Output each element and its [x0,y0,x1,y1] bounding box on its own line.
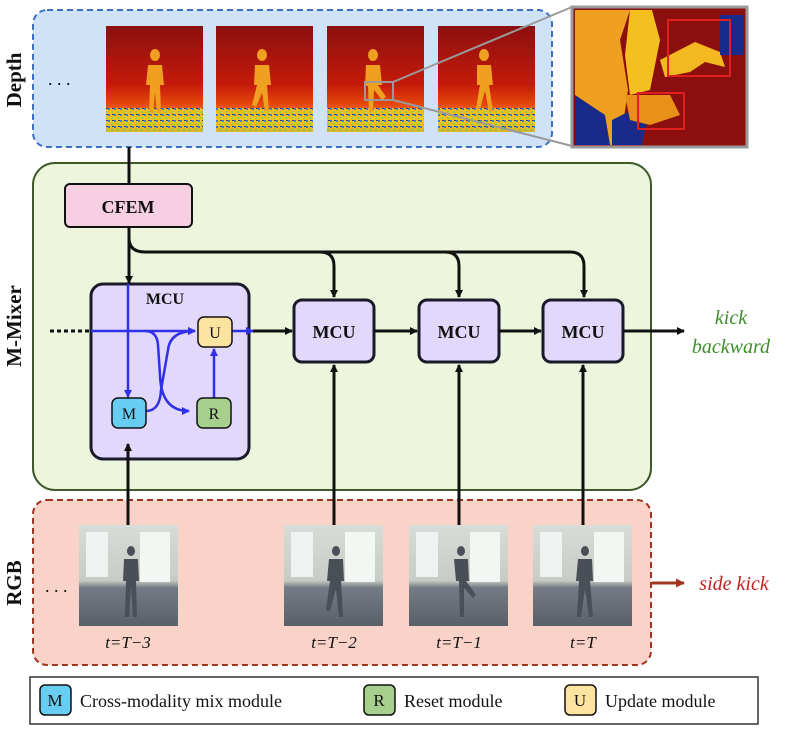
timestep-label: t=T−1 [436,633,482,652]
mcu-block: MCU [292,298,376,364]
rgb-frame [79,525,178,626]
legend-label: Cross-modality mix module [80,691,282,711]
legend-key: U [574,691,586,710]
reset-letter: R [209,406,220,423]
mix-letter: M [122,406,136,423]
legend-item-update: U Update module [564,684,715,716]
depth-frame [106,26,203,132]
zoom-line [392,99,573,147]
mcu-label: MCU [562,322,605,342]
legend-item-reset: R Reset module [363,684,502,716]
zoom-line [392,6,573,83]
mcu-detail-title: MCU [146,291,185,308]
legend-key: M [47,691,62,710]
zoom-box [364,81,394,101]
cfem-distribution [125,227,588,298]
legend-label: Reset module [404,691,502,711]
mcu-block: MCU [541,298,625,364]
depth-label: Depth [2,52,26,107]
legend-key: R [373,691,385,710]
cfem-label: CFEM [102,197,155,217]
mixer-output-line2: backward [692,336,771,358]
timestep-label: t=T [570,633,597,652]
rgb-frame [409,525,508,626]
depth-frame [438,26,535,132]
timestep-label: t=T−3 [105,633,151,652]
mixer-output-line1: kick [715,307,748,329]
mmixer-label: M-Mixer [2,285,26,367]
mcu-block: MCU [417,298,501,364]
rgb-label: RGB [2,560,26,606]
cfem-module: CFEM [64,183,193,228]
depth-ellipsis: . . . [48,69,71,89]
mcu-detail: MCU U M R [89,282,254,461]
rgb-output-label: side kick [699,573,770,595]
mcu-label: MCU [438,322,481,342]
rgb-frame [284,525,383,626]
legend-item-mix: M Cross-modality mix module [39,684,282,716]
mix-module: M [111,397,147,429]
depth-frame [216,26,313,132]
mcu-label: MCU [313,322,356,342]
zoom-inset [570,5,749,149]
legend: M Cross-modality mix module R Reset modu… [29,676,759,725]
reset-module: R [196,397,232,429]
rgb-ellipsis: . . . [45,576,68,596]
depth-frame [327,26,424,132]
timestep-label: t=T−2 [311,633,357,652]
update-module: U [197,316,233,348]
update-letter: U [209,325,221,342]
rgb-frame [533,525,632,626]
legend-label: Update module [605,691,715,711]
rgb-upward-arrows [124,364,587,525]
